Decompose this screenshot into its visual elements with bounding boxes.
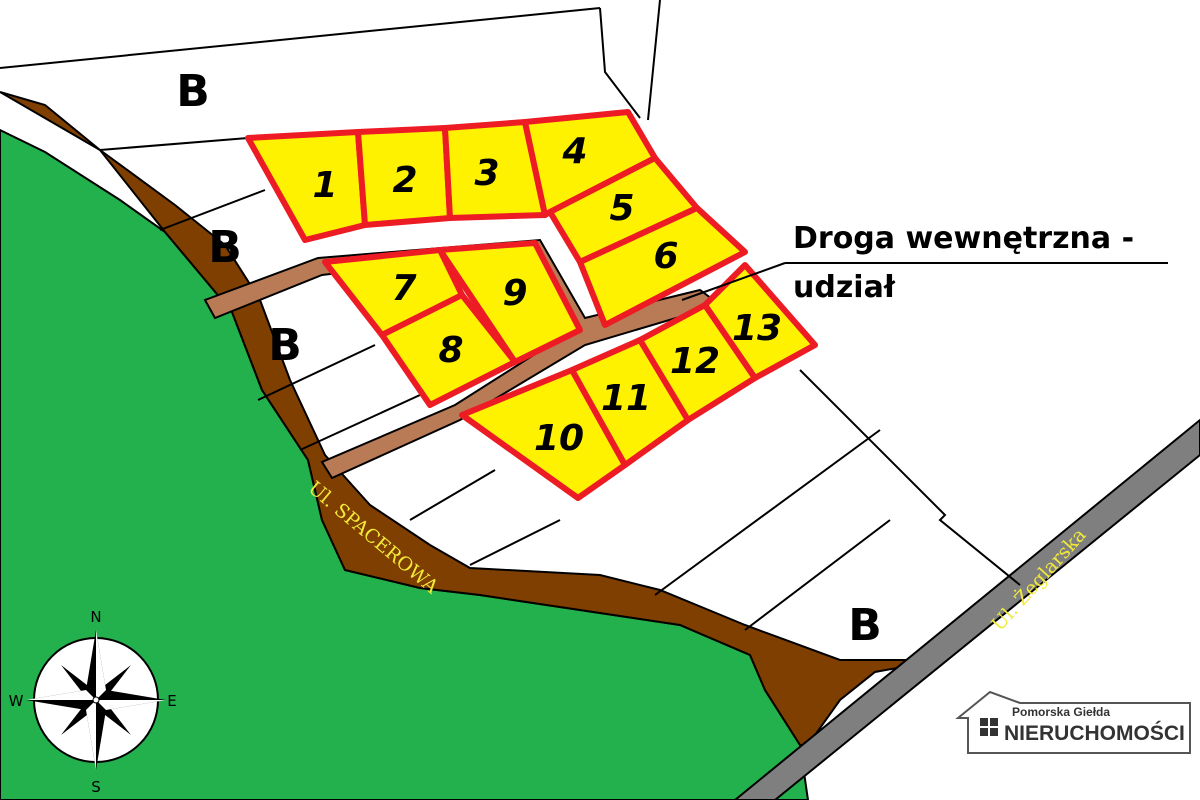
compass-n-label: N	[90, 608, 101, 626]
compass-w-label: W	[9, 692, 24, 710]
spacerowa-path	[0, 91, 931, 746]
plot-7-label: 7	[391, 268, 416, 309]
compass-center	[92, 696, 100, 704]
zone-b-label: B	[268, 320, 302, 371]
annotation-line1: Droga wewnętrzna -	[793, 221, 1134, 256]
annotation-leader-line	[681, 262, 786, 301]
plot-3-label: 3	[474, 153, 499, 194]
logo-window-icon	[980, 718, 998, 736]
zone-labels: B B B B	[176, 66, 882, 651]
internal-road-annotation: Droga wewnętrzna - udział	[681, 221, 1168, 305]
plot-8-label: 8	[438, 330, 463, 371]
compass-s-label: S	[91, 778, 101, 796]
plot-9-label: 9	[502, 273, 527, 314]
plot-2-label: 2	[392, 160, 417, 201]
plot-12-label: 12	[670, 341, 720, 382]
plot-6[interactable]	[577, 205, 748, 328]
plot-9[interactable]	[437, 240, 583, 365]
compass-white-w	[26, 690, 96, 700]
logo-line1: Pomorska Giełda	[1012, 705, 1110, 719]
zone-b-label: B	[176, 66, 210, 117]
plot-13[interactable]	[702, 262, 818, 381]
logo-house-outline	[955, 690, 1191, 754]
logo-line2: NIERUCHOMOŚCI	[1004, 721, 1185, 745]
compass-white-e	[96, 700, 166, 710]
zeglarska-street	[733, 418, 1200, 800]
plot-1-label: 1	[312, 165, 337, 206]
compass-white-s	[86, 700, 96, 770]
annotation-line2: udział	[793, 270, 896, 305]
compass-e-label: E	[167, 692, 176, 710]
compass-rose: N E S W	[9, 608, 177, 796]
zone-b-label: B	[848, 600, 882, 651]
plot-labels: 1 2 3 4 5 6 7 8 9 10 11 12 13	[312, 131, 782, 459]
plot-11-label: 11	[601, 378, 651, 419]
compass-white-n	[96, 630, 106, 700]
plot-6-label: 6	[653, 236, 678, 277]
plot-5-label: 5	[609, 188, 634, 229]
plots	[245, 109, 818, 501]
plot-4-label: 4	[561, 131, 587, 172]
plot-13-label: 13	[732, 308, 782, 349]
plot-10-label: 10	[534, 418, 584, 459]
logo: Pomorska Giełda NIERUCHOMOŚCI	[955, 690, 1191, 754]
zone-b-label: B	[208, 222, 242, 273]
